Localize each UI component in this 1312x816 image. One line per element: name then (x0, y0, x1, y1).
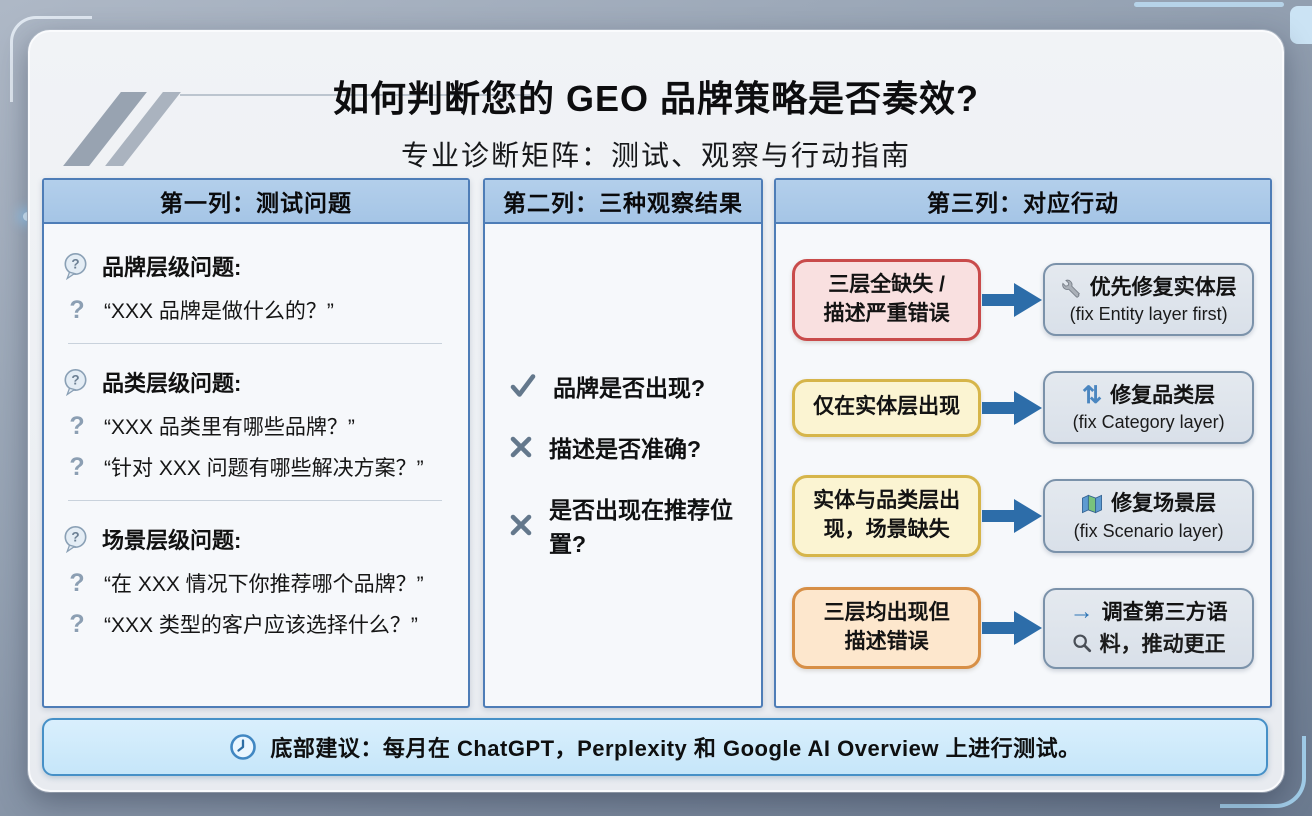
observation-text: 描述是否准确? (549, 436, 702, 462)
condition-text: 三层全缺失 / (828, 272, 945, 296)
question-group-heading: ? 品牌层级问题: (62, 250, 452, 282)
column-observations: 第二列：三种观察结果 品牌是否出现? (483, 178, 763, 708)
action-row: 仅在实体层出现 ⇅ 修复品类层 (fix Category layer) (792, 371, 1254, 445)
condition-box: 仅在实体层出现 (792, 378, 982, 437)
column1-body: ? 品牌层级问题: ? “XXX 品牌是做什么的？” ? (44, 224, 468, 704)
speech-bubble-question-icon: ? (62, 252, 89, 280)
question-mark-icon: ? (69, 568, 85, 597)
flow-arrow-icon (981, 388, 1043, 428)
corner-accent-bottom-right (1220, 736, 1306, 808)
action-row: 实体与品类层出 现，场景缺失 (792, 474, 1254, 557)
action-box: ⇅ 修复品类层 (fix Category layer) (1043, 371, 1254, 445)
action-box: 修复场景层 (fix Scenario layer) (1043, 479, 1254, 553)
wrench-icon (1061, 277, 1082, 298)
observation-text: 品牌是否出现? (553, 375, 706, 401)
footer-text: 底部建议：每月在 ChatGPT，Perplexity 和 Google AI … (270, 736, 1081, 761)
sort-arrows-icon: ⇅ (1082, 381, 1103, 409)
speech-bubble-question-icon: ? (62, 368, 89, 396)
svg-text:?: ? (71, 530, 79, 545)
condition-text: 描述严重错误 (823, 301, 950, 325)
action-subtitle: 料，推动更正 (1099, 633, 1226, 657)
question-mark-icon: ? (69, 609, 85, 638)
cross-icon (509, 513, 533, 537)
magnifier-icon (1072, 633, 1092, 653)
group-divider (68, 500, 442, 501)
action-row: 三层全缺失 / 描述严重错误 优先修复实体 (792, 258, 1254, 341)
column3-body: 三层全缺失 / 描述严重错误 优先修复实体 (776, 224, 1270, 704)
cross-icon (509, 435, 533, 459)
condition-box: 三层全缺失 / 描述严重错误 (792, 258, 982, 341)
question-mark-icon: ? (69, 452, 85, 481)
clock-icon (229, 733, 257, 761)
action-title: 调查第三方语 (1101, 600, 1228, 624)
condition-box: 实体与品类层出 现，场景缺失 (792, 474, 982, 557)
main-card: 如何判断您的 GEO 品牌策略是否奏效? 专业诊断矩阵：测试、观察与行动指南 第… (28, 30, 1284, 792)
flow-arrow-icon (981, 280, 1043, 320)
question-text: “XXX 品牌是做什么的？” (104, 300, 334, 323)
edge-line-top-right (1134, 2, 1284, 7)
condition-text: 三层均出现但 (823, 601, 950, 625)
question-text: “在 XXX 情况下你推荐哪个品牌？” (104, 573, 424, 596)
condition-text: 仅在实体层出现 (813, 395, 961, 419)
column-actions: 第三列：对应行动 三层全缺失 / 描述严重错误 (774, 178, 1272, 708)
flow-arrow-icon (981, 608, 1043, 648)
condition-text: 描述错误 (844, 630, 929, 654)
column2-header: 第二列：三种观察结果 (485, 180, 761, 224)
map-icon (1081, 494, 1103, 514)
corner-line-horizontal (180, 94, 530, 96)
check-icon (509, 373, 537, 399)
corner-accent-top-left (10, 16, 92, 102)
speech-bubble-question-icon: ? (62, 525, 89, 553)
question-group-title: 品牌层级问题: (102, 255, 242, 280)
question-mark-icon: ? (69, 295, 85, 324)
question-row: ? “XXX 品类里有哪些品牌？” (62, 411, 452, 441)
condition-text: 实体与品类层出 (813, 488, 961, 512)
page-subtitle: 专业诊断矩阵：测试、观察与行动指南 (400, 140, 911, 171)
column-test-questions: 第一列：测试问题 ? 品牌层级问题: ? “XXX 品牌是做什么的？” (42, 178, 470, 708)
edge-tab-top-right (1290, 6, 1312, 44)
action-row: 三层均出现但 描述错误 → 调查第三方语 (792, 587, 1254, 670)
observation-item: 是否出现在推荐位置? (509, 491, 761, 559)
flow-arrow-icon (981, 496, 1043, 536)
column3-header: 第三列：对应行动 (776, 180, 1270, 224)
svg-text:?: ? (71, 257, 79, 272)
question-group-title: 品类层级问题: (102, 371, 242, 396)
action-box: → 调查第三方语 料，推动更正 (1043, 587, 1254, 670)
observation-text: 是否出现在推荐位置? (549, 497, 733, 557)
question-row: ? “针对 XXX 问题有哪些解决方案？” (62, 452, 452, 482)
column2-body: 品牌是否出现? 描述是否准确? (485, 224, 761, 704)
glow-dot-accent (23, 212, 32, 221)
action-subtitle: (fix Category layer) (1072, 412, 1225, 433)
action-title: 修复场景层 (1111, 492, 1217, 516)
action-box: 优先修复实体层 (fix Entity layer first) (1043, 262, 1254, 337)
condition-box: 三层均出现但 描述错误 (792, 587, 982, 670)
action-title: 修复品类层 (1110, 384, 1216, 408)
question-text: “XXX 类型的客户应该选择什么？” (104, 614, 418, 637)
question-group-heading: ? 品类层级问题: (62, 366, 452, 398)
observation-item: 描述是否准确? (509, 430, 701, 464)
column1-header: 第一列：测试问题 (44, 180, 468, 224)
action-subtitle: (fix Entity layer first) (1069, 304, 1228, 325)
group-divider (68, 343, 442, 344)
question-text: “XXX 品类里有哪些品牌？” (104, 416, 355, 439)
question-mark-icon: ? (69, 411, 85, 440)
observation-item: 品牌是否出现? (509, 369, 705, 403)
question-row: ? “XXX 品牌是做什么的？” (62, 295, 452, 325)
page-title: 如何判断您的 GEO 品牌策略是否奏效? (332, 78, 979, 119)
condition-text: 现，场景缺失 (823, 517, 950, 541)
svg-text:?: ? (71, 373, 79, 388)
question-group-title: 场景层级问题: (102, 528, 242, 553)
question-row: ? “在 XXX 情况下你推荐哪个品牌？” (62, 568, 452, 598)
question-row: ? “XXX 类型的客户应该选择什么？” (62, 609, 452, 639)
footer-recommendation-bar: 底部建议：每月在 ChatGPT，Perplexity 和 Google AI … (42, 718, 1268, 776)
action-title: 优先修复实体层 (1089, 275, 1237, 299)
question-group-heading: ? 场景层级问题: (62, 523, 452, 555)
arrow-right-icon: → (1069, 598, 1094, 626)
action-subtitle: (fix Scenario layer) (1073, 520, 1224, 541)
question-text: “针对 XXX 问题有哪些解决方案？” (104, 457, 424, 480)
